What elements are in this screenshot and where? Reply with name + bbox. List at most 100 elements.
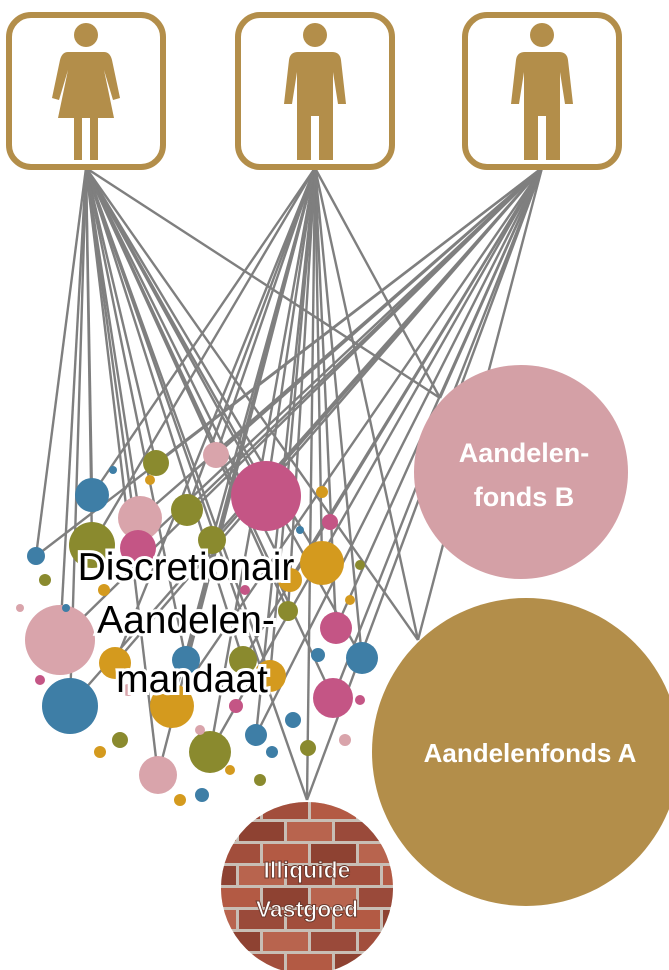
mandate-bubble (346, 642, 378, 674)
mandate-bubble (42, 678, 98, 734)
mandate-bubble (225, 765, 235, 775)
female-person-icon (52, 23, 120, 160)
brick (221, 888, 260, 907)
connection-line (34, 167, 88, 557)
real-estate-node[interactable]: Illiquide Vastgoed (191, 800, 428, 970)
fund-b-node[interactable]: Aandelen- fonds B (414, 365, 628, 579)
mandate-bubble (150, 684, 194, 728)
brick (311, 932, 356, 951)
mandate-label-line1: Discretionair (78, 546, 295, 589)
investor-icons (6, 12, 622, 170)
connection-line (214, 167, 317, 456)
brick (239, 822, 284, 841)
brick (335, 822, 380, 841)
brick (221, 954, 236, 970)
mandate-bubble (320, 612, 352, 644)
mandate-bubble (254, 774, 266, 786)
connection-line (171, 167, 543, 707)
brick (311, 888, 356, 907)
mandate-bubble (25, 605, 95, 675)
mandate-bubble (355, 695, 365, 705)
mandate-bubble (278, 601, 298, 621)
brick (287, 866, 332, 885)
male-person-icon (284, 23, 346, 160)
mandate-bubble-cluster (16, 442, 378, 806)
mandate-bubble (109, 466, 117, 474)
mandate-bubble (345, 595, 355, 605)
brick (383, 910, 393, 929)
connection-line (85, 166, 441, 400)
brick (335, 910, 380, 929)
connection-line (84, 167, 188, 661)
brick (239, 866, 284, 885)
mandate-bubble (143, 450, 169, 476)
connection-line (84, 167, 290, 612)
mandate-bubble (94, 746, 106, 758)
mandate-bubble (266, 746, 278, 758)
mandate-bubble (285, 712, 301, 728)
brick (287, 910, 332, 929)
connection-line (84, 167, 158, 464)
brick (221, 822, 236, 841)
mandate-bubble (229, 699, 243, 713)
mandate-bubble (39, 574, 51, 586)
mandate-label-line3: mandaat (116, 658, 268, 701)
mandate-bubble (35, 675, 45, 685)
brick (221, 910, 236, 929)
mandate-bubble (240, 585, 250, 595)
mandate-bubble (98, 584, 110, 596)
mandate-bubble (27, 547, 45, 565)
connection-line (208, 167, 544, 753)
mandate-bubble (75, 478, 109, 512)
connection-line (84, 167, 160, 776)
mandate-bubble (69, 522, 115, 568)
brick (221, 866, 236, 885)
mandate-bubble (189, 731, 231, 773)
connection-line (288, 167, 544, 581)
fund-b-circle (414, 365, 628, 579)
mandate-bubble (171, 494, 203, 526)
connection-line (305, 167, 317, 801)
brick (383, 866, 393, 885)
investor-man-1[interactable] (235, 12, 395, 170)
fund-a-node[interactable]: Aandelenfonds A (372, 598, 669, 906)
mandate-bubble (16, 604, 24, 612)
mandate-bubble (62, 604, 70, 612)
connection-line (286, 167, 317, 612)
brick (263, 844, 308, 863)
connection-line (254, 167, 544, 736)
mandate-bubble (355, 560, 365, 570)
mandate-bubble (231, 461, 301, 531)
connection-line (69, 167, 543, 707)
connection-line (58, 167, 88, 641)
brick (311, 802, 356, 819)
connection-line (264, 167, 317, 497)
mandate-bubble (195, 788, 209, 802)
brick (311, 844, 356, 863)
brick (221, 802, 260, 819)
mandate-bubble (118, 496, 162, 540)
mandate-bubble (229, 646, 257, 674)
mandate-bubble (139, 756, 177, 794)
connection-line (137, 167, 543, 549)
investor-woman[interactable] (6, 12, 166, 170)
connection-line (254, 167, 317, 736)
investor-man-2[interactable] (462, 12, 622, 170)
mandate-bubble (300, 740, 316, 756)
brick (263, 888, 308, 907)
brick (263, 932, 308, 951)
brick (359, 932, 393, 951)
connection-line (313, 167, 420, 641)
mandate-bubble (254, 660, 286, 692)
mandate-bubble (172, 646, 200, 674)
male-person-icon (511, 23, 573, 160)
fund-b-label-line1: Aandelen- (459, 438, 590, 468)
mandate-bubble (122, 684, 134, 696)
mandate-bubble (99, 647, 131, 679)
mandate-label-line2: Aandelen- (97, 599, 275, 642)
fund-a-label: Aandelenfonds A (424, 738, 637, 768)
connection-line (208, 167, 317, 753)
brick (287, 954, 332, 970)
brick (359, 844, 393, 863)
